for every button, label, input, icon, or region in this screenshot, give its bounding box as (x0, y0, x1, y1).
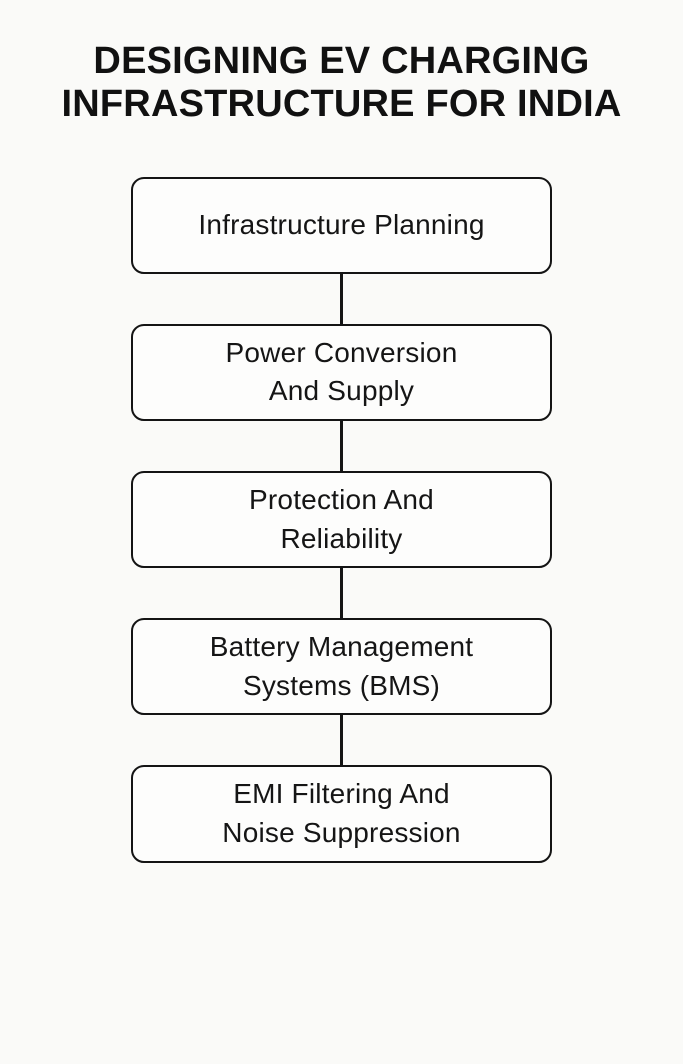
node-label-line: And Supply (268, 375, 415, 407)
connector-line (340, 420, 343, 471)
node-label-line: Protection And (249, 483, 434, 515)
connector-line (340, 715, 343, 766)
node-label-line: Systems (BMS) (242, 669, 441, 701)
node-label-line: Power Conversion (225, 336, 458, 368)
page-title-line: INFRASTRUCTURE FOR INDIA (61, 83, 622, 126)
page-title-line: DESIGNING EV CHARGING (93, 40, 590, 82)
connector-line (340, 568, 343, 619)
flowchart-node-infrastructure-planning: Infrastructure Planning (131, 176, 552, 274)
node-label-line: Reliability (280, 522, 403, 554)
node-label-line: Battery Management (209, 631, 474, 663)
node-label-line: Noise Suppression (222, 817, 461, 848)
node-label-line: Infrastructure Planning (198, 208, 485, 240)
node-label-line: EMI Filtering And (233, 778, 450, 810)
connector-line (340, 273, 343, 324)
